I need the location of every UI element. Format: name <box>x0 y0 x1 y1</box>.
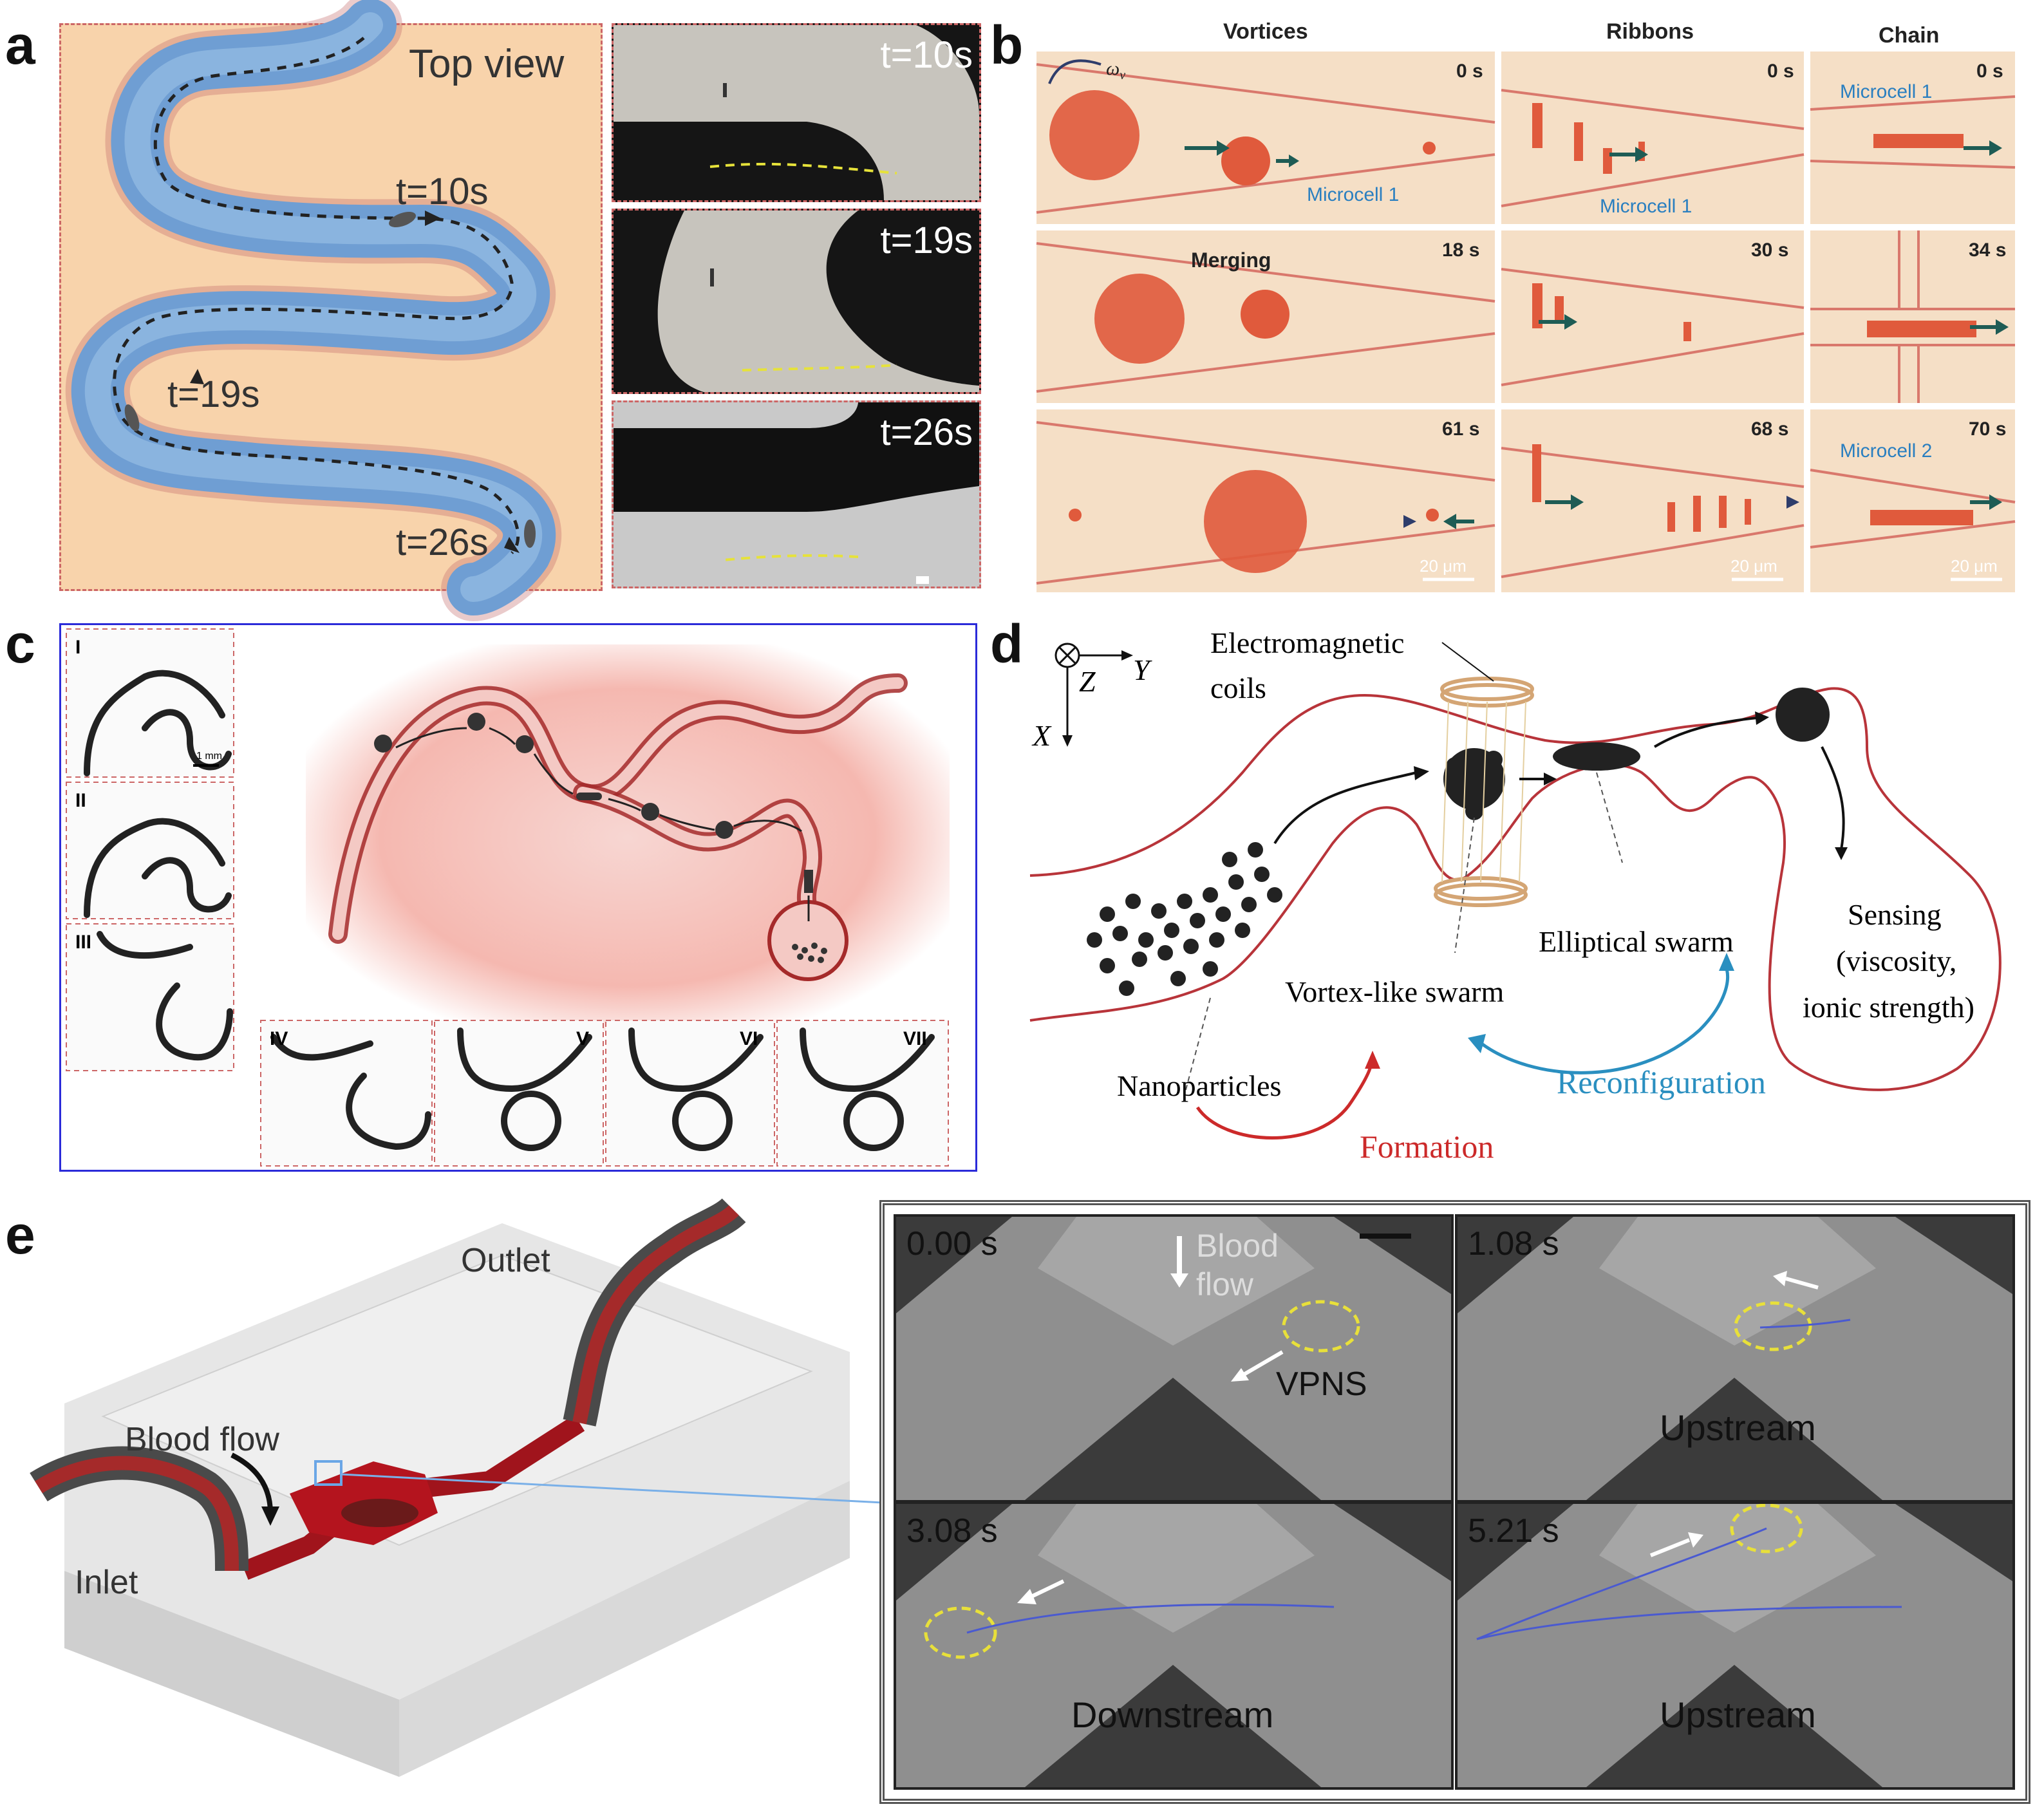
col-vortices: Vortices <box>1223 19 1308 44</box>
frame-2-time: t=19s <box>880 220 973 261</box>
axis-z: Z <box>1079 665 1096 698</box>
panel-a-frame-3: t=26s <box>612 400 981 588</box>
panel-label-d: d <box>990 614 1024 674</box>
time-r3-c1: 61 s <box>1442 418 1480 440</box>
time-r1-c3: 0 s <box>1976 61 2003 82</box>
frame-1-flow-2: flow <box>1196 1266 1253 1302</box>
t26-label: t=26s <box>396 521 489 563</box>
formation-label: Formation <box>1360 1129 1494 1165</box>
frame-3-time: t=26s <box>880 411 973 453</box>
microcell2-label: Microcell 2 <box>1840 440 1933 462</box>
numeral-VII: VII <box>903 1028 927 1049</box>
time-r2-c3: 34 s <box>1969 239 2007 261</box>
panel-c-frame: I II III IV V VI VII 1 mm <box>59 623 977 1172</box>
reconfiguration-label: Reconfiguration <box>1557 1064 1766 1100</box>
panel-e-frame-2: 1.08 s Upstream <box>1455 1214 2015 1503</box>
panel-label-a: a <box>5 15 35 75</box>
microcell1-label-a: Microcell 1 <box>1307 184 1400 205</box>
time-r3-c3: 70 s <box>1969 418 2007 440</box>
frame-4-caption: Upstream <box>1660 1694 1816 1735</box>
sensing-label-2: (viscosity, <box>1836 944 1957 977</box>
microcell1-label-c: Microcell 1 <box>1840 81 1933 102</box>
panel-e-frame-1: 0.00 s Blood flow VPNS <box>894 1214 1454 1503</box>
time-r1-c2: 0 s <box>1767 61 1794 82</box>
panel-e-frame-3: 3.08 s Downstream <box>894 1501 1454 1790</box>
panel-a-schematic: Top view t=10s t=19s t=26s <box>59 0 603 621</box>
numeral-IV: IV <box>270 1028 288 1049</box>
time-r2-c2: 30 s <box>1751 239 1789 261</box>
coils-label-1: Electromagnetic <box>1210 626 1405 659</box>
top-view-label: Top view <box>409 42 565 86</box>
col-ribbons: Ribbons <box>1606 19 1694 44</box>
coils-label-2: coils <box>1210 671 1266 704</box>
panel-a-frame-2: t=19s <box>612 209 981 394</box>
nanoparticles-label: Nanoparticles <box>1117 1069 1282 1102</box>
panel-label-e: e <box>5 1205 35 1265</box>
time-r3-c2: 68 s <box>1751 418 1789 440</box>
axis-y: Y <box>1133 653 1150 686</box>
numeral-V: V <box>576 1028 590 1049</box>
time-r2-c1: 18 s <box>1442 239 1480 261</box>
microcell1-label-b: Microcell 1 <box>1600 196 1692 217</box>
axis-x: X <box>1033 719 1051 752</box>
col-chain: Chain <box>1879 23 1940 48</box>
sensing-label-3: ionic strength) <box>1803 991 1974 1024</box>
panel-label-b: b <box>990 15 1024 75</box>
merging-label: Merging <box>1191 249 1271 272</box>
panel-c-maze-illustration <box>66 628 950 1167</box>
frame-1-time: t=10s <box>880 34 973 76</box>
frame-1-flow-1: Blood <box>1196 1228 1279 1264</box>
scale-b-3: 20 μm <box>1951 556 1998 576</box>
frame-2-time: 1.08 s <box>1468 1225 1559 1262</box>
panel-d-diagram <box>1029 642 2002 1140</box>
panel-b-tiles <box>1036 52 2016 592</box>
scale-b-1: 20 μm <box>1420 556 1467 576</box>
numeral-I: I <box>75 637 81 658</box>
serpentine-channel <box>65 0 562 621</box>
omega-label: ωv <box>1106 58 1126 82</box>
inlet-label: Inlet <box>75 1564 138 1601</box>
numeral-III: III <box>75 932 92 953</box>
numeral-II: II <box>75 790 86 811</box>
elliptical-label: Elliptical swarm <box>1539 925 1734 958</box>
frame-2-caption: Upstream <box>1660 1407 1816 1448</box>
t10-label: t=10s <box>396 171 489 212</box>
panel-e-chip <box>30 1197 895 1777</box>
frame-3-time: 3.08 s <box>906 1512 998 1550</box>
numeral-VI: VI <box>740 1028 758 1049</box>
panel-label-c: c <box>5 614 35 674</box>
frame-3-caption: Downstream <box>1071 1694 1274 1735</box>
time-r1-c1: 0 s <box>1456 61 1483 82</box>
sensing-label-1: Sensing <box>1848 898 1942 931</box>
frame-1-vpns: VPNS <box>1276 1365 1367 1403</box>
panel-e-frame-4: 5.21 s Upstream <box>1455 1501 2015 1790</box>
frame-4-time: 5.21 s <box>1468 1512 1559 1550</box>
panel-a-frame-1: t=10s <box>612 23 981 202</box>
t19-label: t=19s <box>167 373 260 415</box>
frame-1-time: 0.00 s <box>906 1225 998 1262</box>
blood-flow-label: Blood flow <box>125 1421 279 1458</box>
vortex-label: Vortex-like swarm <box>1285 975 1505 1008</box>
scale-b-2: 20 μm <box>1730 556 1777 576</box>
scale-c: 1 mm <box>196 751 222 762</box>
outlet-label: Outlet <box>461 1242 550 1279</box>
